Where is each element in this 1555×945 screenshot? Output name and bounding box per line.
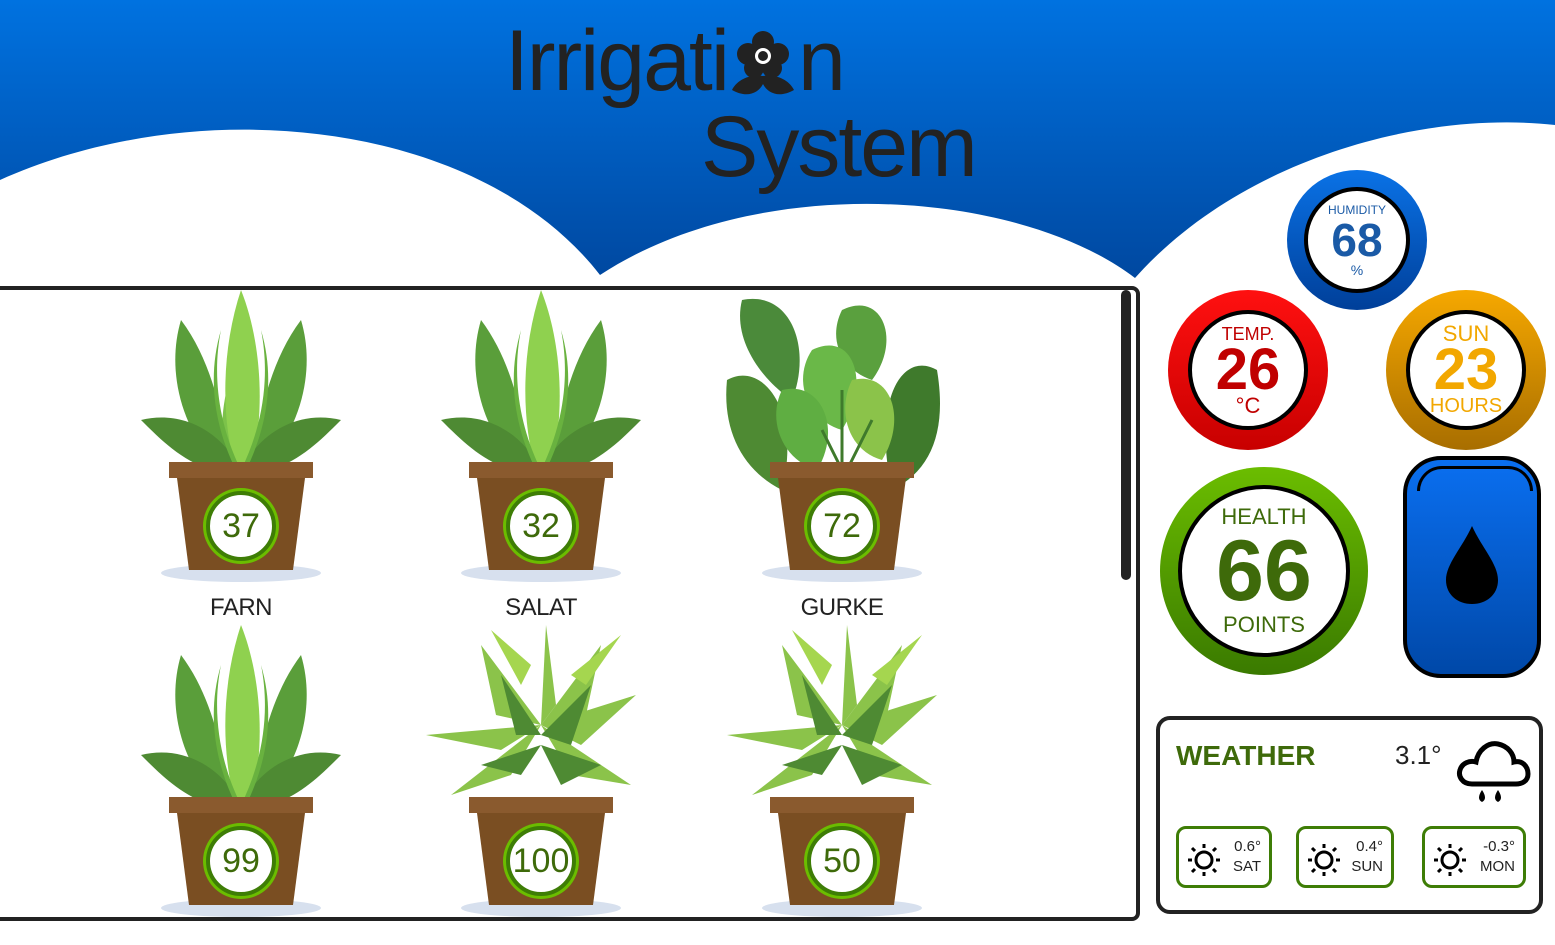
health-label: HEALTH	[1221, 504, 1307, 529]
sun-unit: HOURS	[1429, 395, 1503, 417]
plant-card-gurke[interactable]: 72	[722, 290, 962, 610]
forecast-temp: -0.3°	[1483, 838, 1515, 855]
sun-icon	[1188, 844, 1220, 876]
forecast-temp: 0.6°	[1234, 838, 1261, 855]
water-button[interactable]	[1403, 456, 1541, 678]
moisture-badge: 72	[807, 491, 877, 561]
weather-card[interactable]: WEATHER 3.1° 0.6°SAT 0.4	[1156, 716, 1543, 914]
plant-name-farn: FARN	[209, 594, 273, 621]
plant-card-salat[interactable]: 32	[421, 290, 661, 610]
plant-name-gurke: GURKE	[800, 594, 884, 621]
temperature-label: TEMP.	[1221, 324, 1275, 344]
health-value: 66	[1216, 523, 1312, 619]
moisture-badge: 37	[206, 491, 276, 561]
forecast-day: MON	[1480, 858, 1515, 875]
plant-card-4[interactable]: 99	[121, 625, 361, 945]
sun-gauge[interactable]: SUN 23 HOURS	[1386, 290, 1546, 450]
moisture-badge: 32	[506, 491, 576, 561]
forecast-day: SAT	[1232, 858, 1261, 875]
cloud-rain-icon	[1457, 741, 1531, 802]
humidity-unit: %	[1350, 262, 1364, 278]
moisture-badge: 50	[807, 826, 877, 896]
health-unit: POINTS	[1223, 612, 1305, 637]
app-logo: Irrigati n System	[505, 18, 1005, 198]
health-gauge[interactable]: HEALTH 66 POINTS	[1160, 467, 1368, 675]
flower-icon	[731, 31, 794, 95]
broadleaf-plant-icon	[726, 298, 940, 582]
weather-current-temp: 3.1°	[1395, 740, 1442, 770]
plant-name-salat: SALAT	[505, 594, 577, 621]
plant-card-farn[interactable]: 37	[121, 290, 361, 610]
sun-label: SUN	[1442, 321, 1490, 346]
temperature-gauge[interactable]: TEMP. 26 °C	[1168, 290, 1328, 450]
moisture-badge: 99	[206, 826, 276, 896]
logo-text-line2: System	[701, 99, 978, 195]
plants-scrollbar[interactable]	[1121, 290, 1131, 580]
weather-title: WEATHER	[1176, 740, 1316, 771]
fern-plant-icon	[141, 625, 341, 917]
plant-card-6[interactable]: 50	[722, 625, 962, 945]
temperature-unit: °C	[1235, 393, 1261, 418]
water-drop-icon	[1446, 526, 1498, 604]
sun-icon	[1308, 844, 1340, 876]
humidity-value: 68	[1331, 214, 1383, 266]
fern-plant-icon	[441, 290, 641, 582]
humidity-gauge[interactable]: HUMIDITY 68 %	[1287, 170, 1427, 310]
forecast-day: SUN	[1351, 858, 1383, 875]
plant-card-5[interactable]: 100	[421, 625, 661, 945]
moisture-badge: 100	[506, 826, 576, 896]
humidity-label: HUMIDITY	[1328, 203, 1386, 217]
sun-icon	[1434, 844, 1466, 876]
logo-text-part2: n	[797, 13, 846, 109]
forecast-sun[interactable]: 0.4° SUN	[1296, 826, 1394, 888]
sun-value: 23	[1433, 337, 1499, 402]
forecast-temp: 0.4°	[1356, 838, 1383, 855]
water-button-cap	[1417, 466, 1533, 491]
temperature-value: 26	[1215, 337, 1281, 402]
logo-text-part1: Irrigati	[505, 13, 730, 109]
forecast-mon[interactable]: -0.3° MON	[1422, 826, 1526, 888]
forecast-sat[interactable]: 0.6° SAT	[1176, 826, 1272, 888]
